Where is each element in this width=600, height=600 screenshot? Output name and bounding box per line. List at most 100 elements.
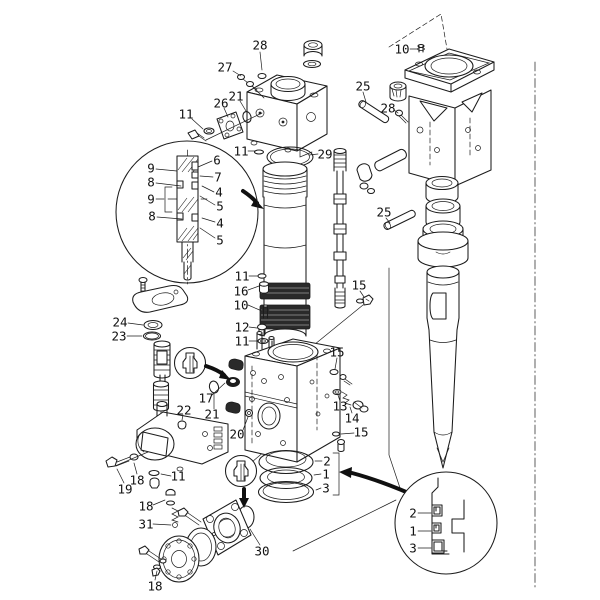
callout-label-1-48: 1	[409, 524, 417, 539]
callout-leader-15	[340, 432, 355, 435]
callout-leader-5	[199, 227, 216, 239]
detail-circle-a	[173, 346, 231, 380]
detail-circle-seals	[394, 471, 498, 575]
plug-15b	[336, 438, 346, 452]
callout-leader-26	[223, 107, 229, 118]
callout-label-10-5: 10	[394, 42, 409, 57]
callout-label-29-8: 29	[317, 147, 332, 162]
seal-ring-3	[257, 480, 315, 504]
callout-layer: 2827212611102528291198986745451116101211…	[111, 38, 432, 594]
piston	[241, 161, 311, 350]
callout-label-19-40: 19	[117, 482, 132, 497]
ring-31	[172, 522, 178, 528]
pin-10b	[261, 304, 270, 319]
callout-leader-18	[154, 570, 158, 581]
flange-plate-26	[216, 111, 244, 140]
callout-label-3-49: 3	[409, 541, 417, 556]
callout-leader-18	[152, 499, 166, 506]
callout-leader-25	[385, 217, 391, 224]
seal-8b	[176, 212, 184, 221]
callout-leader-7	[199, 175, 214, 178]
callout-label-4-18: 4	[216, 216, 224, 231]
callout-leader-11	[160, 473, 172, 477]
nut-washer	[302, 59, 322, 69]
callout-label-2-37: 2	[323, 454, 331, 469]
callout-label-18-41: 18	[129, 473, 144, 488]
bolt-15c	[355, 294, 374, 306]
valve-14	[341, 391, 369, 413]
callout-label-11-9: 11	[233, 144, 248, 159]
callout-label-5-17: 5	[216, 199, 224, 214]
callout-label-26-3: 26	[213, 96, 228, 111]
callout-label-28-0: 28	[252, 38, 267, 53]
cylinder-block	[177, 330, 341, 463]
seal-section-2	[433, 506, 441, 515]
thrust-bushings	[417, 175, 469, 268]
callout-label-11-4: 11	[178, 107, 193, 122]
top-valve-block	[187, 39, 328, 168]
callout-leader-25	[362, 91, 367, 103]
bolt-15a	[339, 373, 347, 381]
cap-nut	[303, 39, 323, 51]
callout-label-25-36: 25	[376, 205, 391, 220]
left-valve-assembly	[132, 276, 189, 433]
callout-leader-9	[155, 168, 178, 172]
seal-section-3	[433, 541, 448, 552]
bolt-18c	[151, 567, 161, 577]
callout-leader-12	[248, 326, 258, 329]
callout-label-24-25: 24	[112, 315, 127, 330]
pin-10	[417, 43, 425, 53]
callout-leader-8	[156, 216, 183, 220]
valve-block-right-face	[296, 85, 328, 152]
washer-28	[257, 72, 267, 80]
pins-25	[358, 100, 416, 230]
callout-label-1-38: 1	[322, 467, 330, 482]
seal-4a	[191, 181, 199, 190]
round-nut	[389, 81, 407, 102]
flange-bolt-a	[177, 507, 202, 526]
callout-leader-4	[201, 217, 216, 223]
bolt-28b	[394, 109, 409, 124]
callout-label-9-10: 9	[147, 161, 155, 176]
callout-leader-4	[201, 185, 215, 193]
cap-18b	[165, 488, 176, 496]
side-rod	[333, 147, 347, 309]
loose-small-parts	[356, 43, 425, 195]
callout-leader-15	[359, 290, 365, 298]
callout-label-7-15: 7	[214, 170, 222, 185]
right-fasteners	[329, 294, 374, 452]
callout-label-6-14: 6	[213, 153, 221, 168]
callout-leader-24	[127, 322, 144, 326]
seal-section-1	[433, 524, 440, 532]
bolt-19	[105, 456, 131, 468]
plug-11	[253, 149, 265, 155]
callout-leader-10	[247, 304, 263, 312]
callout-leader-22	[181, 414, 184, 421]
callout-label-8-13: 8	[148, 209, 156, 224]
plugs-27	[236, 73, 258, 91]
callout-leader-11	[191, 118, 204, 130]
callout-label-3-39: 3	[322, 481, 330, 496]
callout-label-9-12: 9	[147, 192, 155, 207]
callout-leader-13	[337, 394, 341, 402]
callout-label-5-19: 5	[216, 233, 224, 248]
callout-label-13-32: 13	[332, 399, 347, 414]
callout-label-20-30: 20	[229, 427, 244, 442]
block-right-face	[296, 347, 341, 463]
ring-15b	[331, 431, 341, 437]
callout-label-8-11: 8	[147, 175, 155, 190]
callout-label-15-31: 15	[329, 345, 344, 360]
callout-label-21-2: 21	[228, 89, 243, 104]
o-ring-21	[242, 111, 252, 123]
callout-leader-1	[313, 473, 322, 476]
fitting-plug-b	[225, 401, 241, 414]
callout-leader-5	[199, 195, 216, 206]
washer-11c	[148, 469, 160, 477]
callout-leader-19	[116, 468, 125, 484]
ring-20	[244, 408, 254, 418]
bolt-11-top	[187, 127, 215, 142]
washer-18b	[165, 500, 176, 506]
callout-leader-8	[155, 182, 182, 187]
callout-leader-6	[197, 160, 213, 168]
